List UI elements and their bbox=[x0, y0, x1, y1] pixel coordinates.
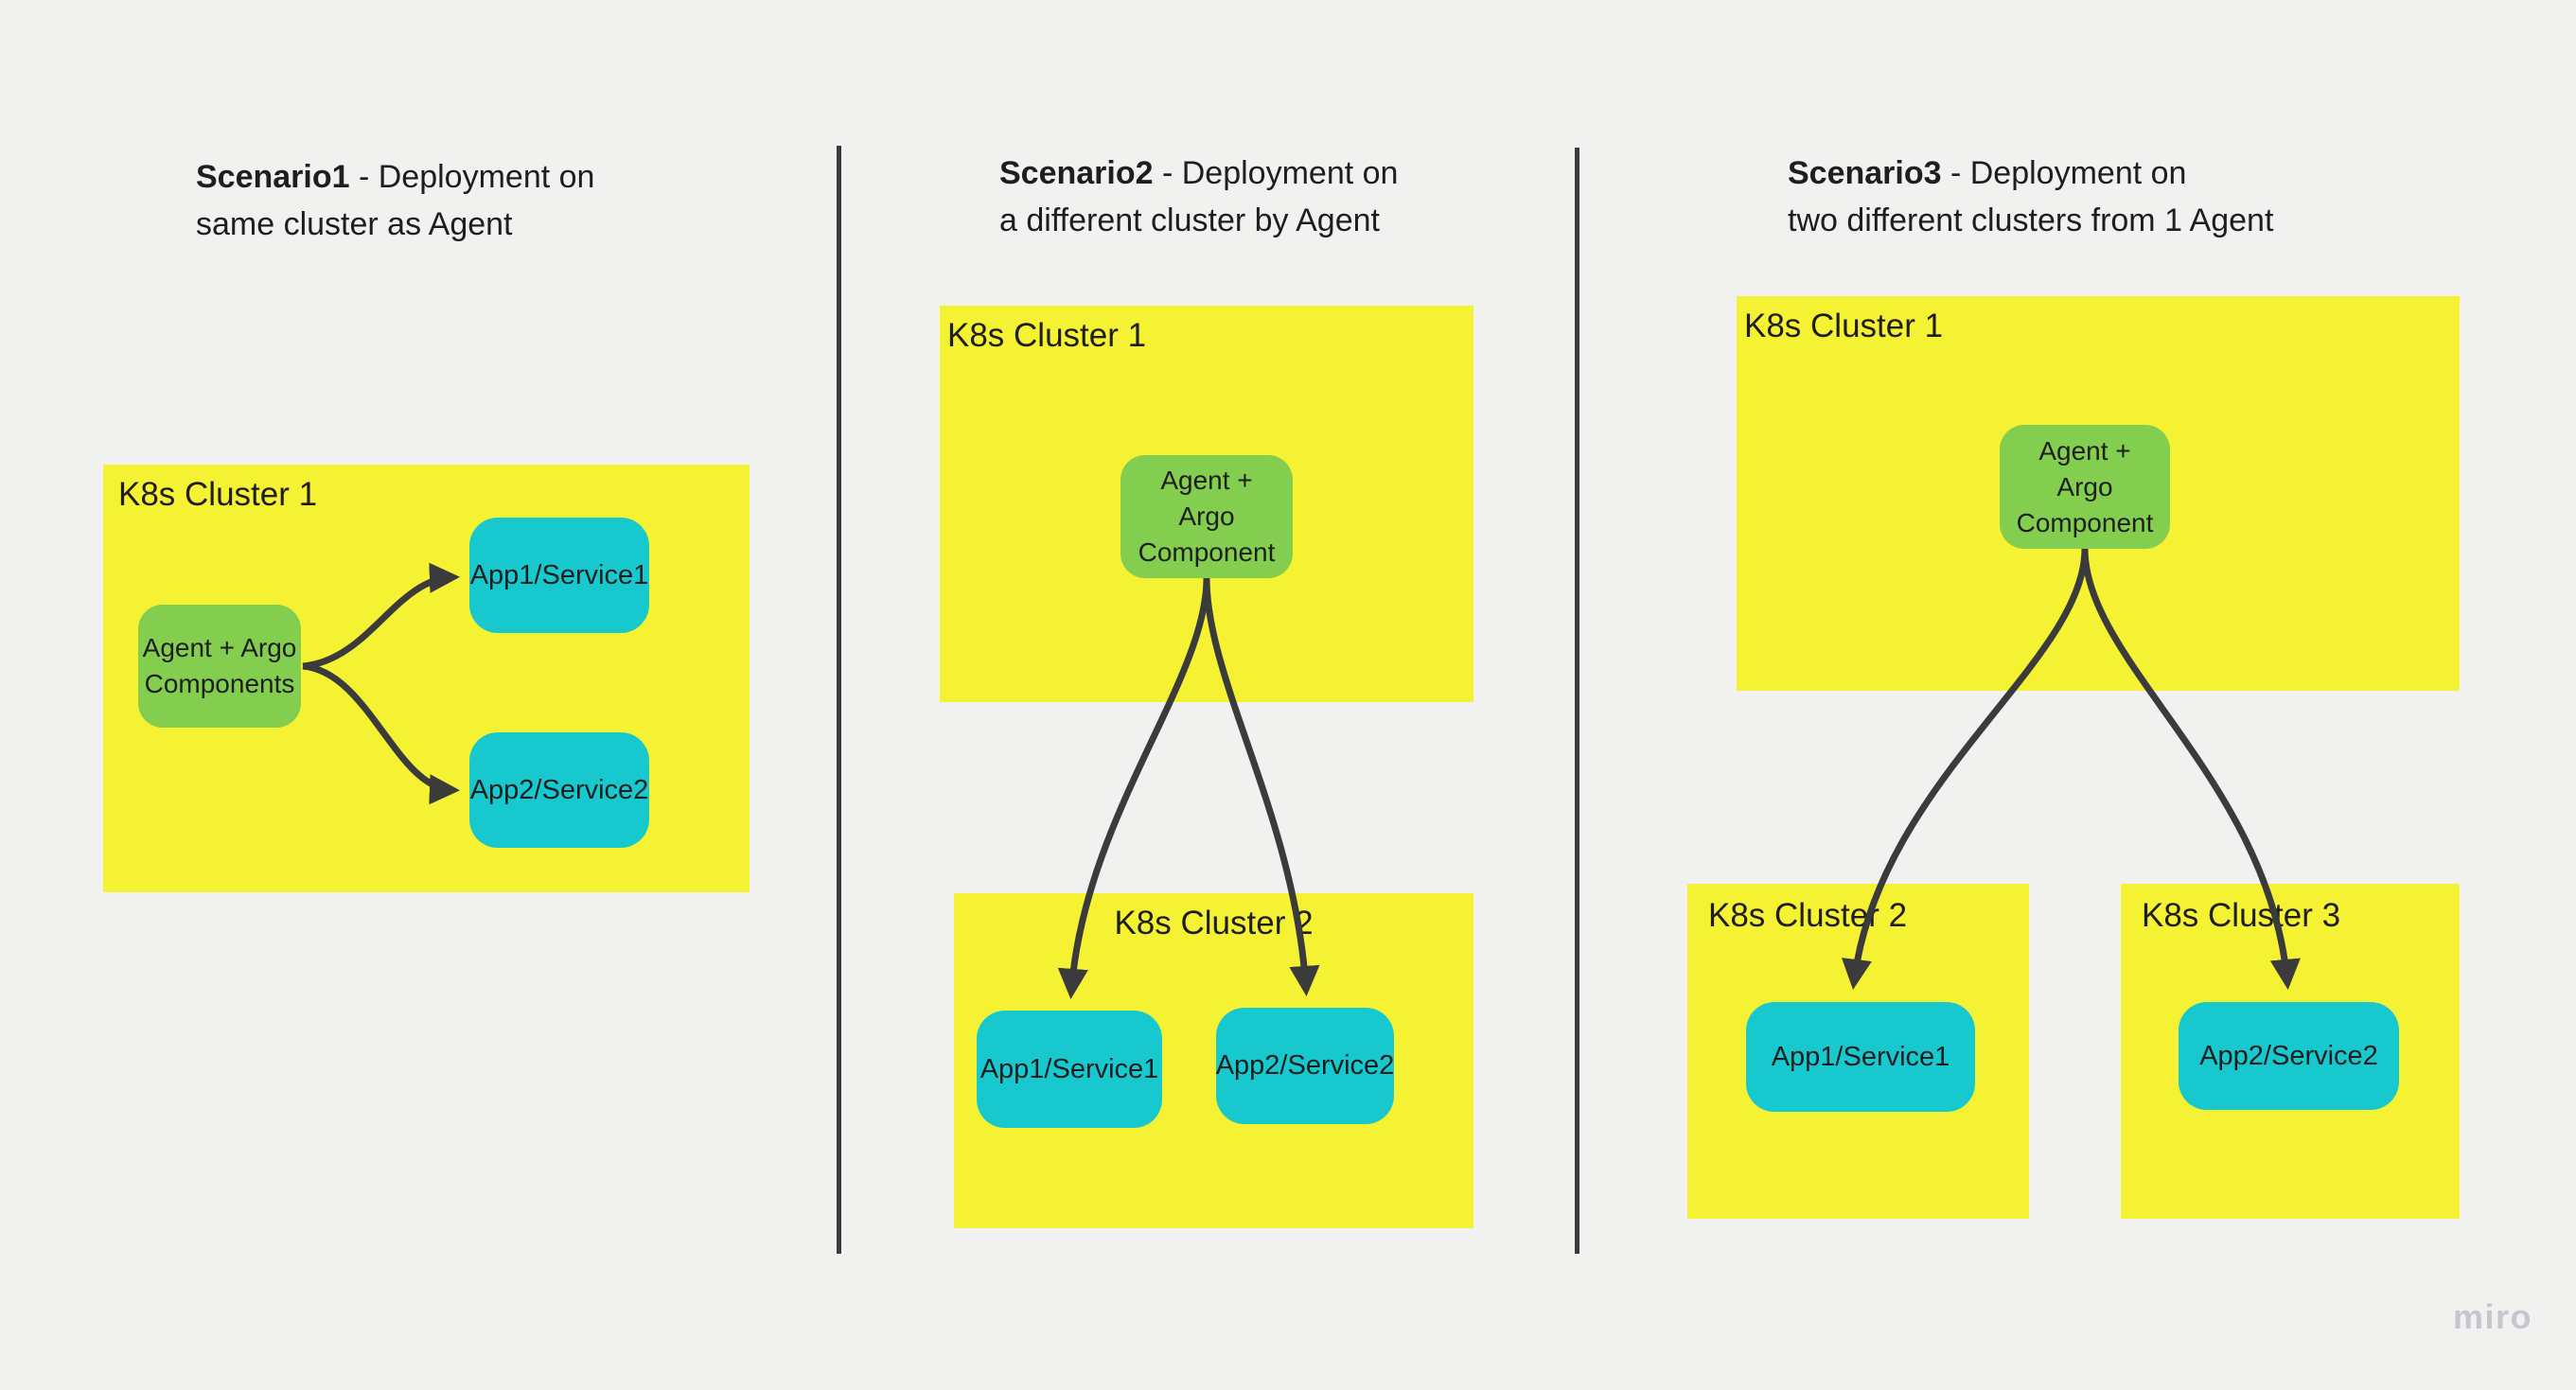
scenario1-cluster1-label: K8s Cluster 1 bbox=[118, 476, 318, 513]
scenario2-cluster2-label: K8s Cluster 2 bbox=[1114, 905, 1314, 941]
scenario1-title-line1: Scenario1 - Deployment on bbox=[196, 153, 594, 201]
scenario3-agent-node[interactable]: Agent + Argo Component bbox=[2000, 425, 2170, 549]
agent-label-line: Agent + bbox=[1160, 466, 1253, 495]
scenario1-title-rest: - Deployment on bbox=[349, 159, 595, 195]
scenario1-agent-node[interactable]: Agent + Argo Components bbox=[138, 605, 301, 728]
scenario3-title[interactable]: Scenario3 - Deployment on two different … bbox=[1788, 150, 2273, 244]
app-label: App2/Service2 bbox=[2199, 1040, 2378, 1071]
scenario3-cluster3-label: K8s Cluster 3 bbox=[2142, 897, 2341, 934]
divider-line-1[interactable] bbox=[837, 146, 841, 1254]
scenario2-title[interactable]: Scenario2 - Deployment on a different cl… bbox=[999, 150, 1398, 244]
scenario2-cluster1-label: K8s Cluster 1 bbox=[947, 317, 1147, 354]
scenario2-title-rest: - Deployment on bbox=[1153, 155, 1399, 191]
miro-watermark: miro bbox=[2452, 1297, 2532, 1336]
scenario2-agent-node[interactable]: Agent + Argo Component bbox=[1120, 455, 1293, 578]
connector-s3-agent-to-app2[interactable] bbox=[2081, 548, 2301, 991]
agent-label-line: Argo bbox=[1178, 501, 1235, 531]
agent-label-line: Component bbox=[2016, 507, 2154, 537]
connector-s2-agent-to-app1[interactable] bbox=[1057, 577, 1210, 1000]
scenario1-app2-node[interactable]: App2/Service2 bbox=[469, 732, 649, 848]
scenario1-title-line2: same cluster as Agent bbox=[196, 206, 513, 242]
scenario1-app1-node[interactable]: App1/Service1 bbox=[469, 518, 649, 633]
agent-label-line: Agent + Argo bbox=[142, 633, 297, 662]
app-label: App1/Service1 bbox=[979, 1053, 1159, 1084]
app-label: App1/Service1 bbox=[469, 559, 649, 590]
scenario3-cluster1-label: K8s Cluster 1 bbox=[1744, 308, 1944, 344]
scenario2-title-line1: Scenario2 - Deployment on bbox=[999, 150, 1398, 197]
connector-s1-agent-to-app1[interactable] bbox=[302, 562, 461, 670]
scenario2-title-line2: a different cluster by Agent bbox=[999, 202, 1380, 238]
agent-label-line: Agent + bbox=[2038, 435, 2131, 466]
scenario3-title-rest: - Deployment on bbox=[1941, 155, 2187, 191]
divider-line-2[interactable] bbox=[1575, 148, 1579, 1254]
scenario2-title-bold: Scenario2 bbox=[999, 155, 1154, 191]
scenario2-app2-node[interactable]: App2/Service2 bbox=[1216, 1008, 1394, 1124]
agent-label-line: Argo bbox=[2056, 471, 2113, 501]
scenario3-app2-node[interactable]: App2/Service2 bbox=[2179, 1002, 2399, 1110]
scenario3-app1-node[interactable]: App1/Service1 bbox=[1746, 1002, 1975, 1112]
scenario3-title-bold: Scenario3 bbox=[1788, 155, 1942, 191]
app-label: App2/Service2 bbox=[1215, 1050, 1395, 1081]
scenario2-app1-node[interactable]: App1/Service1 bbox=[977, 1011, 1162, 1128]
agent-label-line: Component bbox=[1138, 537, 1276, 567]
scenario3-title-line2: two different clusters from 1 Agent bbox=[1788, 202, 2274, 238]
scenario2-cluster1-box[interactable]: K8s Cluster 1 bbox=[940, 306, 1473, 702]
scenario3-title-line1: Scenario3 - Deployment on bbox=[1788, 150, 2273, 197]
agent-label-line: Components bbox=[144, 669, 295, 698]
app-label: App1/Service1 bbox=[1771, 1041, 1950, 1072]
connector-s2-agent-to-app2[interactable] bbox=[1203, 577, 1320, 997]
connector-s3-agent-to-app1[interactable] bbox=[1841, 548, 2089, 990]
scenario1-title-bold: Scenario1 bbox=[196, 159, 350, 195]
scenario1-title[interactable]: Scenario1 - Deployment on same cluster a… bbox=[196, 153, 594, 248]
connector-s1-agent-to-app2[interactable] bbox=[302, 662, 461, 805]
app-label: App2/Service2 bbox=[469, 774, 649, 805]
